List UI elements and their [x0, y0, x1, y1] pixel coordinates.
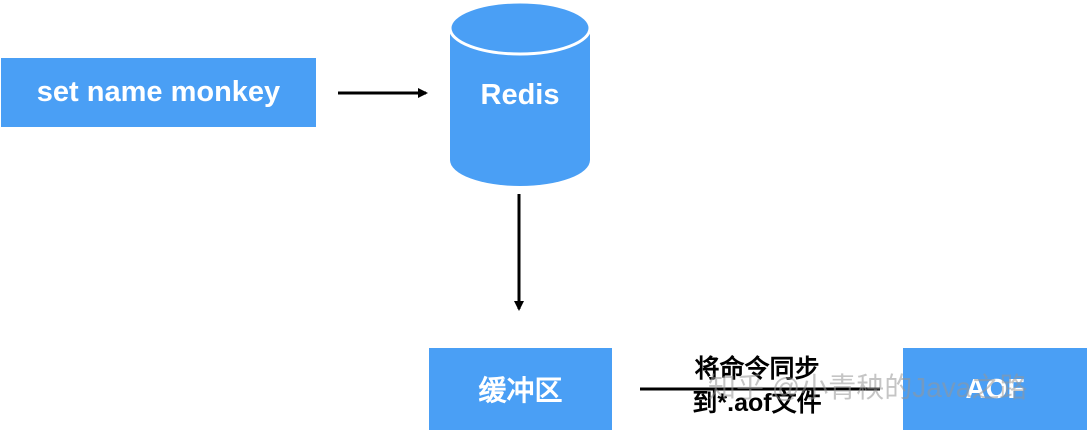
- redis-database-icon: [449, 0, 591, 186]
- sync-edge-label-line2: 到*.aof文件: [692, 389, 822, 417]
- buffer-node-label: 缓冲区: [478, 375, 563, 406]
- sync-edge-label: 将命令同步 到*.aof文件: [662, 352, 852, 420]
- aof-file-node: AOF: [903, 348, 1087, 430]
- redis-node-label: Redis: [480, 78, 560, 111]
- buffer-node: 缓冲区: [429, 348, 612, 430]
- command-node-label: set name monkey: [36, 76, 281, 108]
- aof-file-node-label: AOF: [965, 373, 1025, 404]
- sync-edge-label-line1: 将命令同步: [694, 355, 820, 383]
- command-node: set name monkey: [1, 58, 316, 127]
